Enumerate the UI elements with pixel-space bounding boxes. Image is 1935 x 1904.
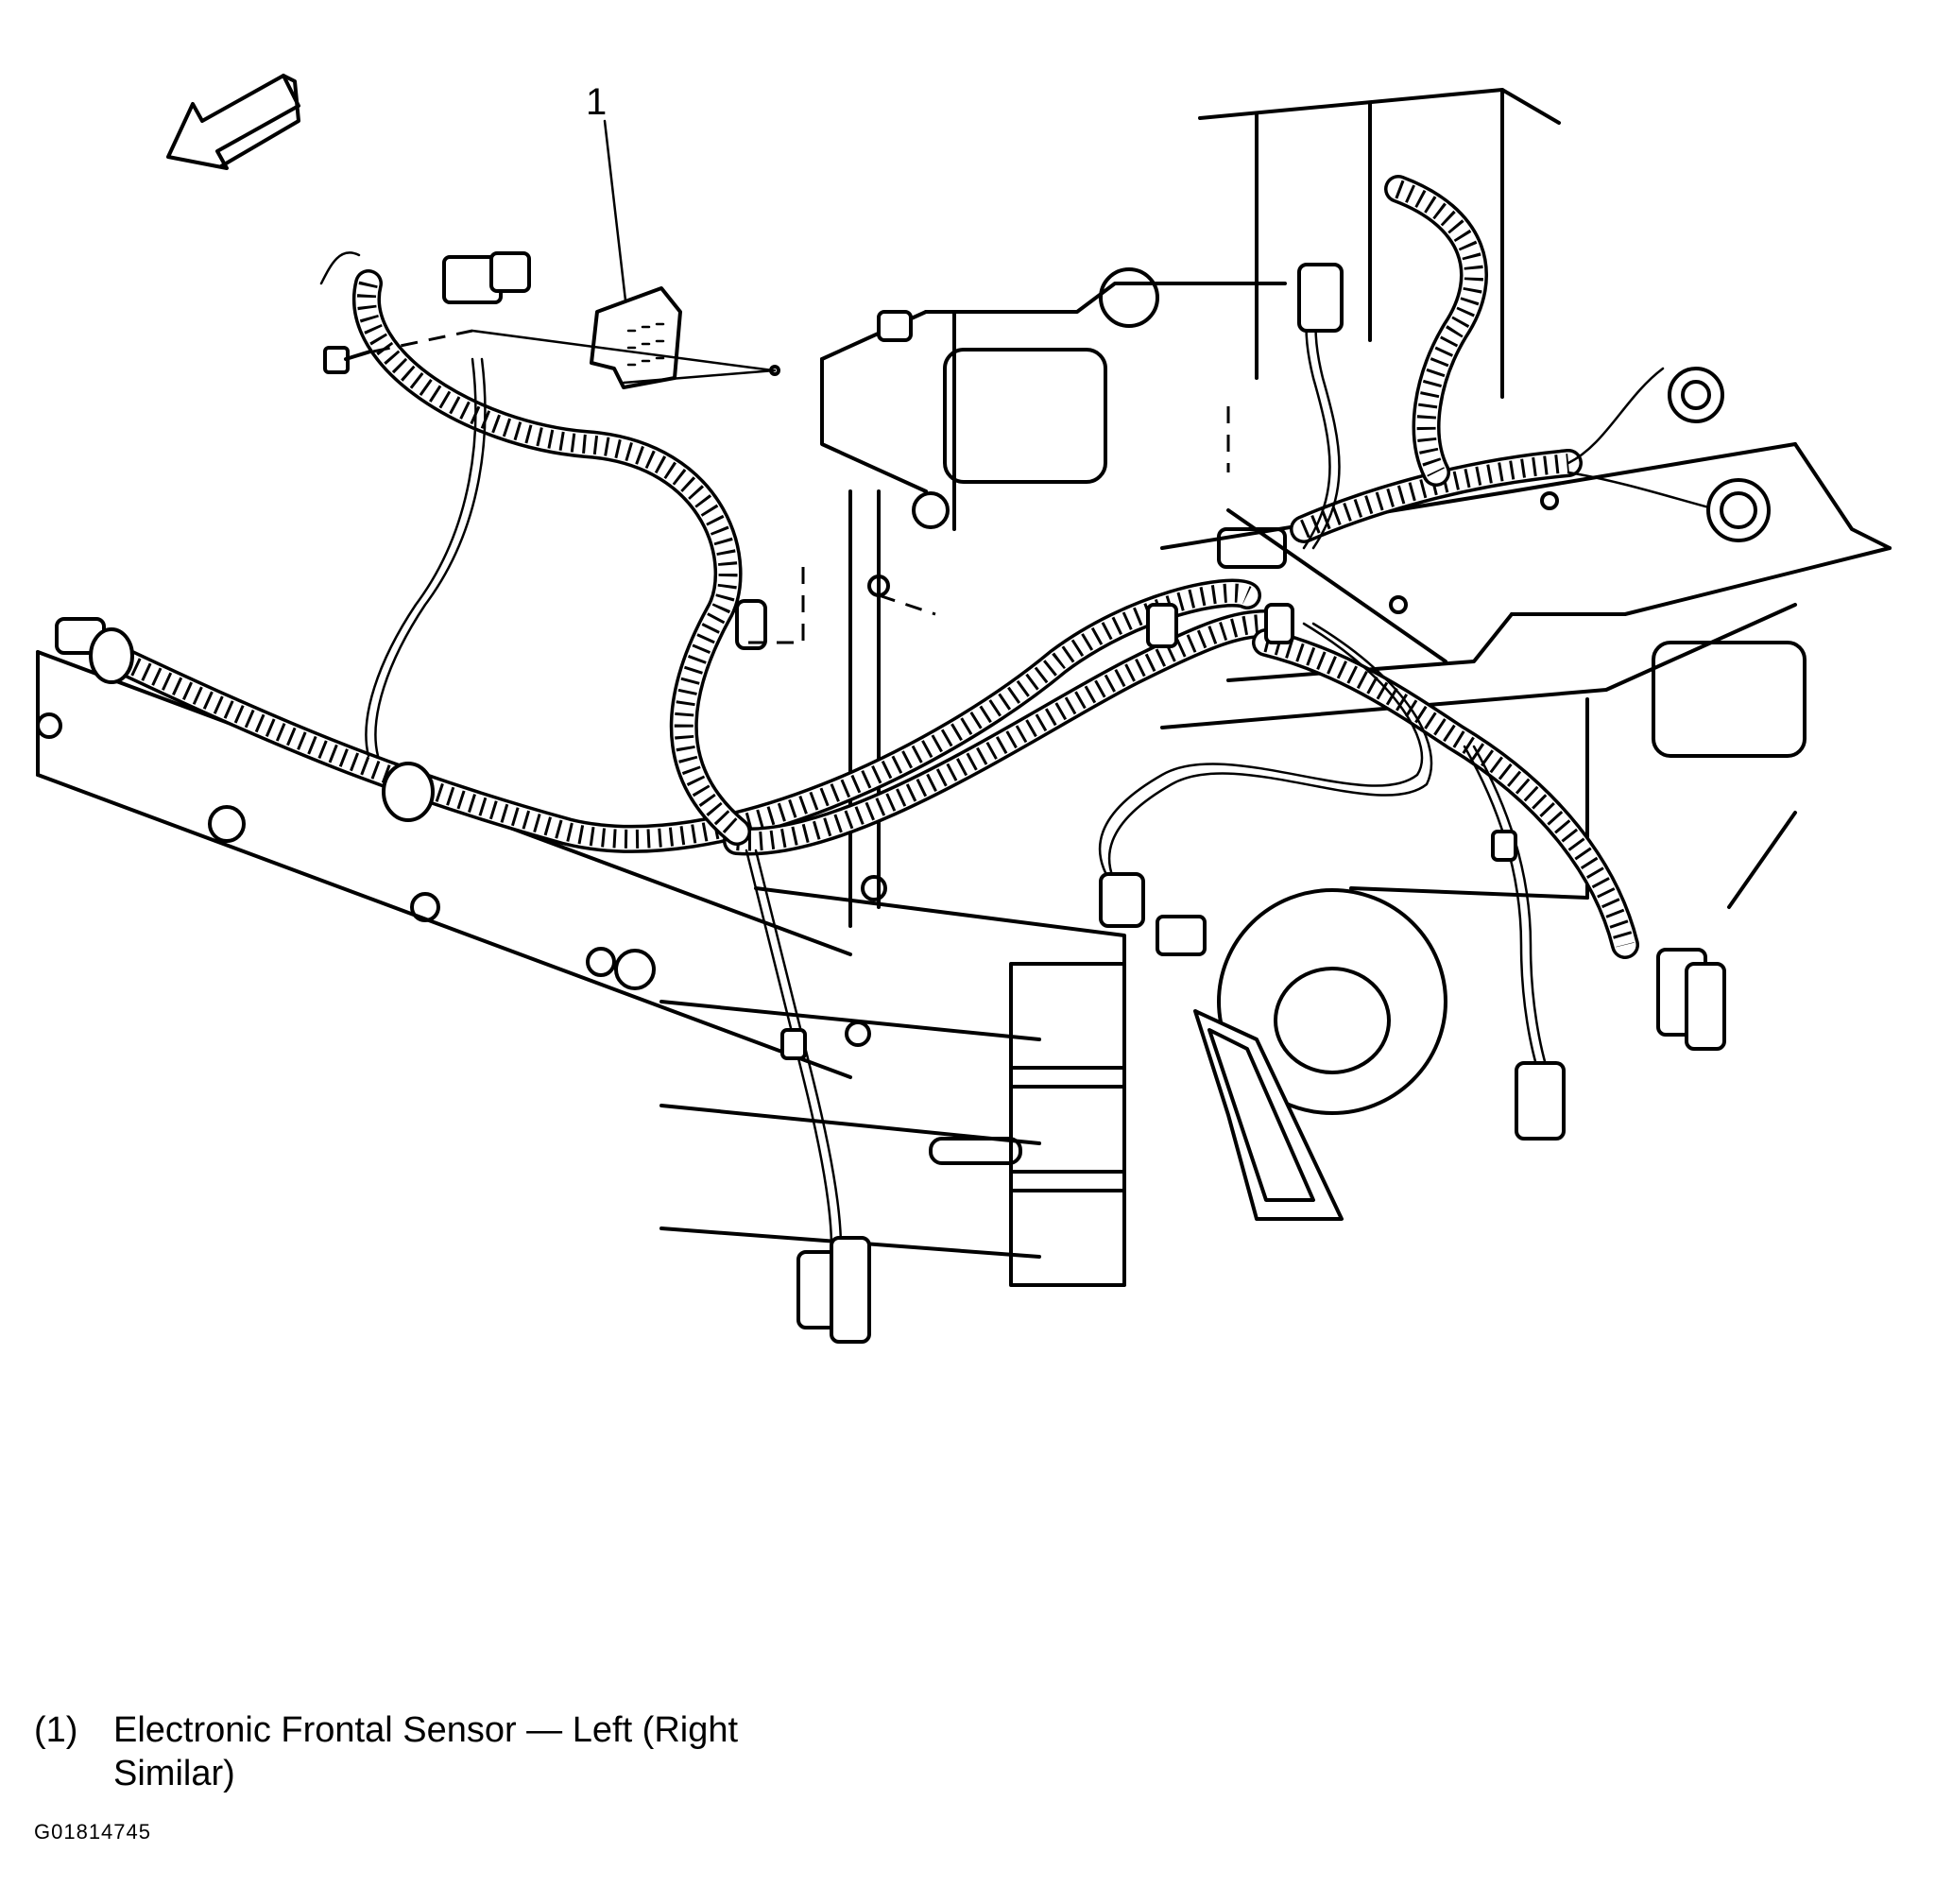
wiring-harness-illustration (36, 74, 1892, 1344)
callout-number: 1 (586, 81, 608, 123)
branch-wires (319, 251, 1721, 1249)
figure-id: G01814745 (34, 1820, 151, 1844)
radiator-support-panel (36, 88, 1892, 1079)
sensor-mounting-bolt (323, 329, 775, 374)
callout-leader-line (603, 119, 627, 302)
main-wiring-harness (90, 175, 1639, 959)
harness-connectors (55, 251, 1771, 1344)
front-bumper-bracket (36, 712, 1126, 1287)
harness-clips (89, 599, 1517, 1060)
alignment-dashes (737, 406, 1230, 644)
legend-item-text: Electronic Frontal Sensor — Left (Right … (113, 1710, 739, 1793)
front-direction-arrow-icon (166, 74, 300, 170)
legend-item-number: (1) (34, 1710, 78, 1750)
electronic-frontal-sensor (590, 286, 780, 389)
horn (1156, 888, 1447, 1221)
